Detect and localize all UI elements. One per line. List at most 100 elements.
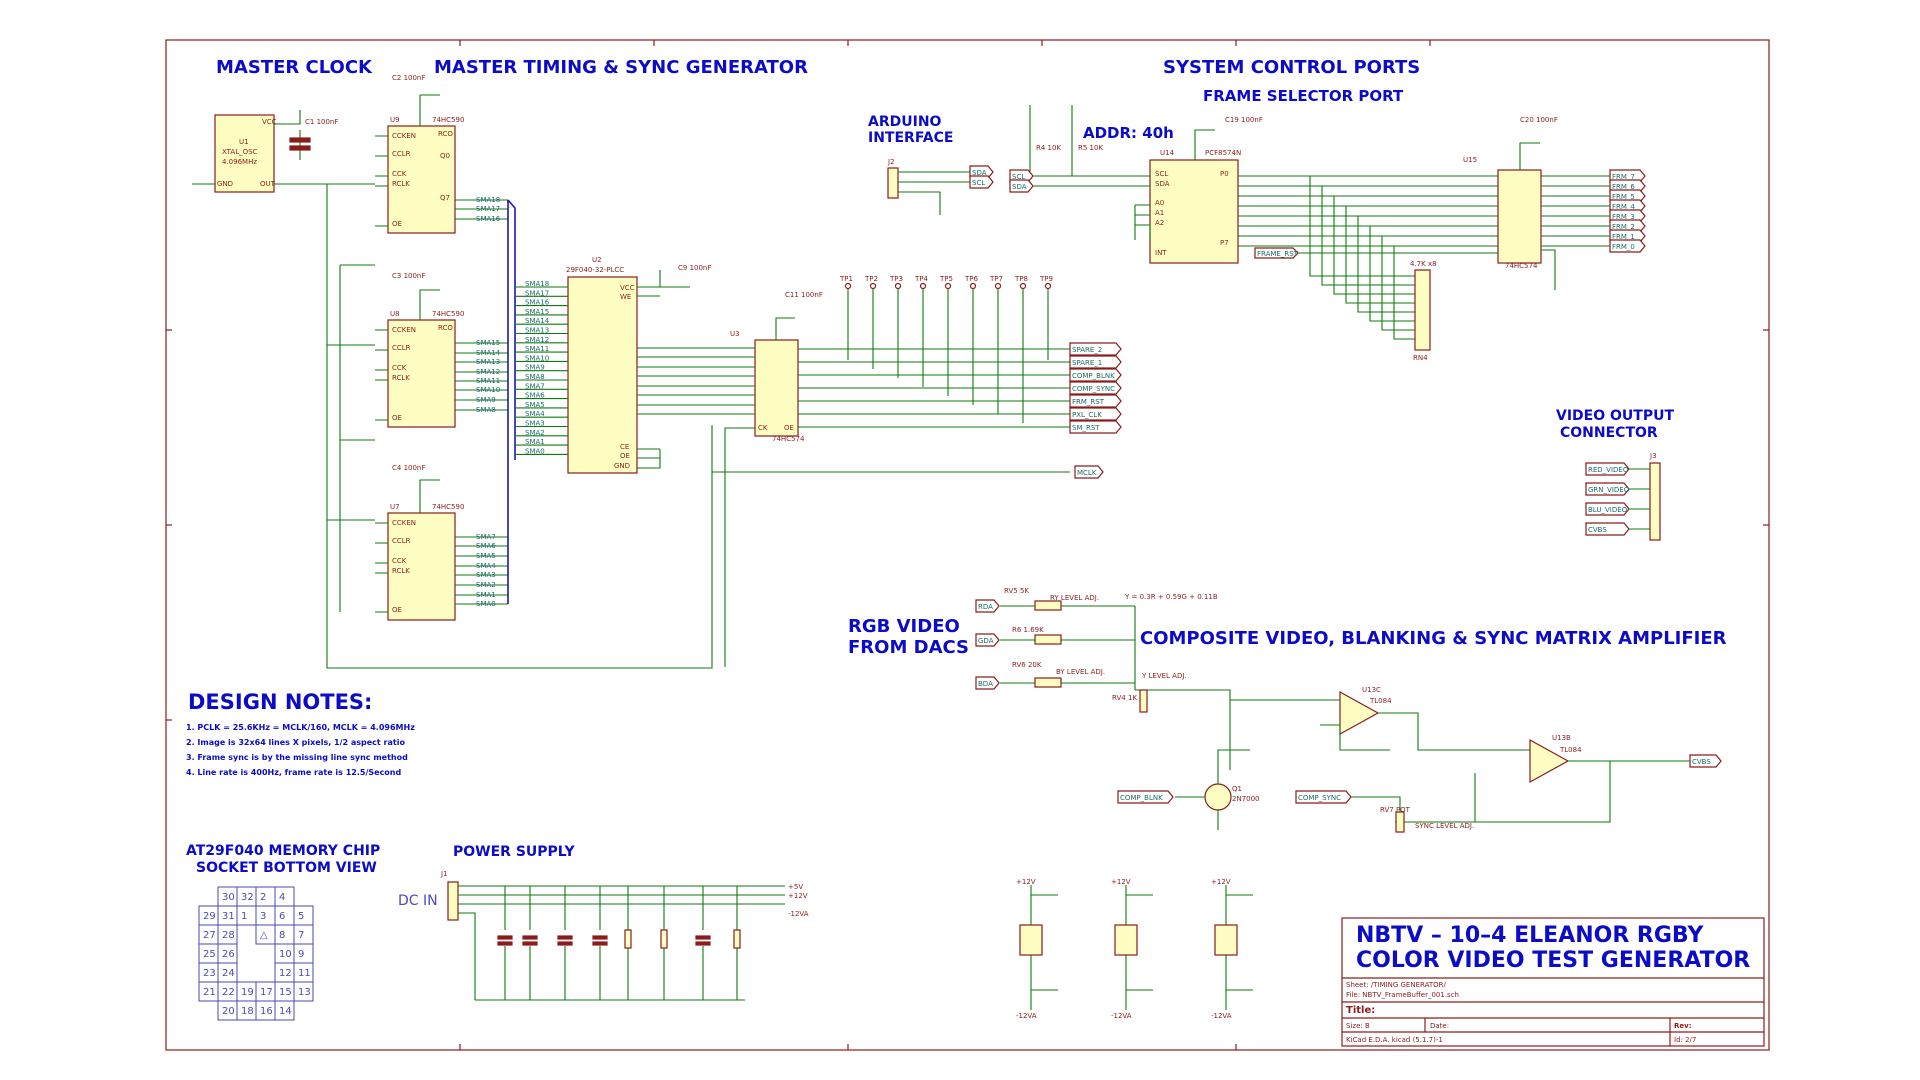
svg-text:OE: OE <box>392 414 402 422</box>
date-field: Date: <box>1430 1022 1449 1030</box>
test-point-1 <box>844 282 852 290</box>
note-3: 3. Frame sync is by the missing line syn… <box>186 753 408 762</box>
net-blu-video-flag <box>1585 502 1630 516</box>
frame-bus-pullup <box>1369 226 1415 322</box>
net-red-video-flag <box>1585 462 1630 476</box>
socket-pin: 30 <box>222 892 235 903</box>
psu-resistor <box>733 929 741 949</box>
svg-text:C19 100nF: C19 100nF <box>1225 116 1263 124</box>
svg-text:FRAME_RST: FRAME_RST <box>1257 250 1299 258</box>
svg-text:2N7000: 2N7000 <box>1232 795 1260 803</box>
socket-pin: 27 <box>203 930 216 941</box>
test-point-3 <box>894 282 902 290</box>
svg-text:R5 10K: R5 10K <box>1078 144 1103 152</box>
net-frm-4: FRM_4 <box>1612 203 1635 211</box>
psu-capacitor-plate <box>497 941 513 946</box>
counter-u9-nets: SMA18 SMA17 SMA16 <box>476 196 501 223</box>
heading-video-out-1: VIDEO OUTPUT <box>1556 408 1674 424</box>
net-cvbs: CVBS <box>1588 526 1607 534</box>
socket-pin: 7 <box>298 930 304 941</box>
svg-text:U13C: U13C <box>1362 686 1381 694</box>
svg-text:RV6 20K: RV6 20K <box>1012 661 1042 669</box>
svg-text:RV4 1K: RV4 1K <box>1112 694 1137 702</box>
svg-text:GND: GND <box>217 180 233 188</box>
opamp-plus12-label-3: +12V <box>1211 878 1231 886</box>
i2c-net-sda-flag <box>1009 179 1034 193</box>
socket-pin: 24 <box>222 968 235 979</box>
title-block: NBTV – 10–4 ELEANOR RGBY COLOR VIDEO TES… <box>1341 917 1765 1047</box>
u2-input-sma6: SMA6 <box>525 392 545 400</box>
i2c-net-scl: SCL <box>1012 173 1025 181</box>
svg-text:Q1: Q1 <box>1232 785 1242 793</box>
svg-text:SMA9: SMA9 <box>476 396 496 404</box>
socket-pin: 23 <box>203 968 216 979</box>
psu-capacitor-plate <box>522 941 538 946</box>
u2-input-sma15: SMA15 <box>525 308 549 316</box>
u2-input-sma13: SMA13 <box>525 327 549 335</box>
svg-text:U3: U3 <box>730 330 740 338</box>
frame-bus-pullup <box>1381 236 1415 331</box>
net-pxl-clk: PXL_CLK <box>1072 411 1102 419</box>
psu-capacitor <box>557 935 573 940</box>
note-1: 1. PCLK = 25.6KHz = MCLK/160, MCLK = 4.0… <box>186 723 415 732</box>
opamp-plus12-label-2: +12V <box>1111 878 1131 886</box>
svg-text:74HC574: 74HC574 <box>1505 262 1538 270</box>
heading-mem-chip-2: SOCKET BOTTOM VIEW <box>196 860 377 876</box>
test-point-4 <box>919 282 927 290</box>
svg-text:U15: U15 <box>1463 156 1477 164</box>
svg-text:SMA15: SMA15 <box>476 339 500 347</box>
net-cvbs-flag <box>1585 522 1630 536</box>
video-connector-j3: J3 <box>1649 452 1661 541</box>
svg-text:RCO: RCO <box>438 130 453 138</box>
comp-sync-label: COMP_SYNC <box>1295 790 1405 833</box>
svg-text:RV7 POT: RV7 POT <box>1380 806 1411 814</box>
svg-text:OUT: OUT <box>260 180 276 188</box>
svg-text:4.096MHz: 4.096MHz <box>222 158 257 166</box>
svg-text:J3: J3 <box>1649 452 1657 460</box>
net-frm-3: FRM_3 <box>1612 213 1635 221</box>
socket-pin: 18 <box>241 1006 254 1017</box>
socket-pin: 21 <box>203 987 216 998</box>
svg-text:A2: A2 <box>1155 219 1164 227</box>
arduino-net-sda: SDA <box>972 169 987 177</box>
rgb-net-rda-flag <box>975 599 1000 613</box>
socket-pin: 14 <box>279 1006 292 1017</box>
i2c-address: ADDR: 40h <box>1083 124 1174 142</box>
net-spare-1-flag <box>1069 355 1122 369</box>
svg-text:CCK: CCK <box>392 170 407 178</box>
test-point-8 <box>1019 282 1027 290</box>
svg-text:R4 10K: R4 10K <box>1036 144 1061 152</box>
opamp-decoupling-wire <box>1226 894 1253 991</box>
frame-bus-pullup <box>1357 216 1415 313</box>
heading-system-control: SYSTEM CONTROL PORTS <box>1163 57 1420 78</box>
u2-input-sma16: SMA16 <box>525 299 550 307</box>
socket-pin: 28 <box>222 930 235 941</box>
svg-text:VCC: VCC <box>620 284 635 292</box>
svg-text:29F040-32-PLCC: 29F040-32-PLCC <box>566 266 624 274</box>
socket-pin: 12 <box>279 968 292 979</box>
socket-pin: 25 <box>203 949 216 960</box>
sheet-name: Sheet: /TIMING GENERATOR/ <box>1346 981 1446 989</box>
socket-cell <box>293 981 314 1002</box>
svg-text:R6 1.69K: R6 1.69K <box>1012 626 1044 634</box>
svg-text:SMA13: SMA13 <box>476 358 500 366</box>
svg-text:SMA11: SMA11 <box>476 377 500 385</box>
opamp-plus12-label-1: +12V <box>1016 878 1036 886</box>
svg-text:C9 100nF: C9 100nF <box>678 264 711 272</box>
socket-pin: 3 <box>260 911 266 922</box>
socket-pin: 2 <box>260 892 266 903</box>
heading-master-clock: MASTER CLOCK <box>216 57 373 78</box>
svg-text:CCLR: CCLR <box>392 344 411 352</box>
frame-select-bus <box>1238 175 1498 340</box>
svg-text:CE: CE <box>620 443 629 451</box>
net-sm-rst: SM_RST <box>1072 424 1100 432</box>
rgb-net-gda: GDA <box>978 637 994 645</box>
svg-text:CCKEN: CCKEN <box>392 132 416 140</box>
psu-capacitor-plate <box>557 941 573 946</box>
